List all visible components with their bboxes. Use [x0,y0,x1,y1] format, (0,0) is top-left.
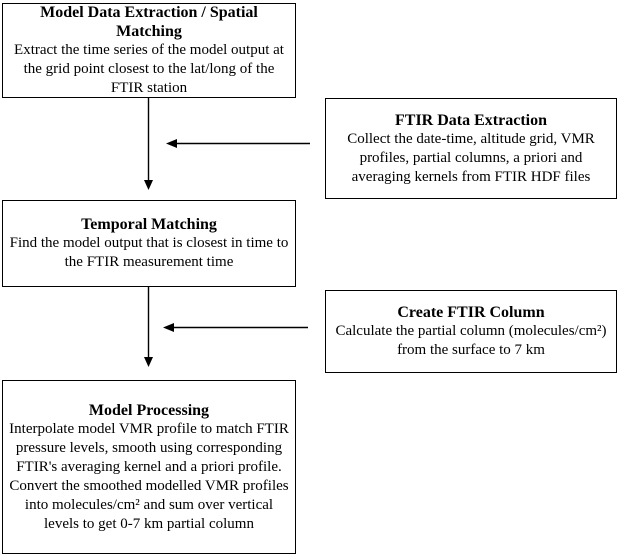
flow-box-temporal-matching: Temporal Matching Find the model output … [2,200,296,287]
box-title: Model Data Extraction / Spatial Matching [40,4,258,40]
box-body-paragraph-2: Convert the smoothed modelled VMR profil… [9,477,289,532]
box-title: Temporal Matching [81,216,217,233]
box-body: Find the model output that is closest in… [9,235,289,270]
box-title: Model Processing [88,401,210,419]
flow-box-ftir-data-extraction: FTIR Data Extraction Collect the date-ti… [325,98,617,199]
box-body: Collect the date-time, altitude grid, VM… [347,130,595,185]
box-title: FTIR Data Extraction [395,111,547,129]
flow-box-model-data-extraction: Model Data Extraction / Spatial Matching… [2,3,296,98]
arrow-left-create-column-icon [163,323,308,332]
box-title: Create FTIR Column [397,304,545,321]
flow-box-model-processing: Model Processing Interpolate model VMR p… [2,380,296,554]
arrow-down-spatial-to-temporal-icon [144,98,153,190]
box-body: Calculate the partial column (molecules/… [335,323,607,358]
arrow-down-temporal-to-processing-icon [144,287,153,367]
flow-box-create-ftir-column: Create FTIR Column Calculate the partial… [325,290,617,373]
box-body: Extract the time series of the model out… [14,42,284,96]
box-body-paragraph-1: Interpolate model VMR profile to match F… [9,420,289,475]
arrow-left-ftir-extraction-icon [166,139,310,148]
